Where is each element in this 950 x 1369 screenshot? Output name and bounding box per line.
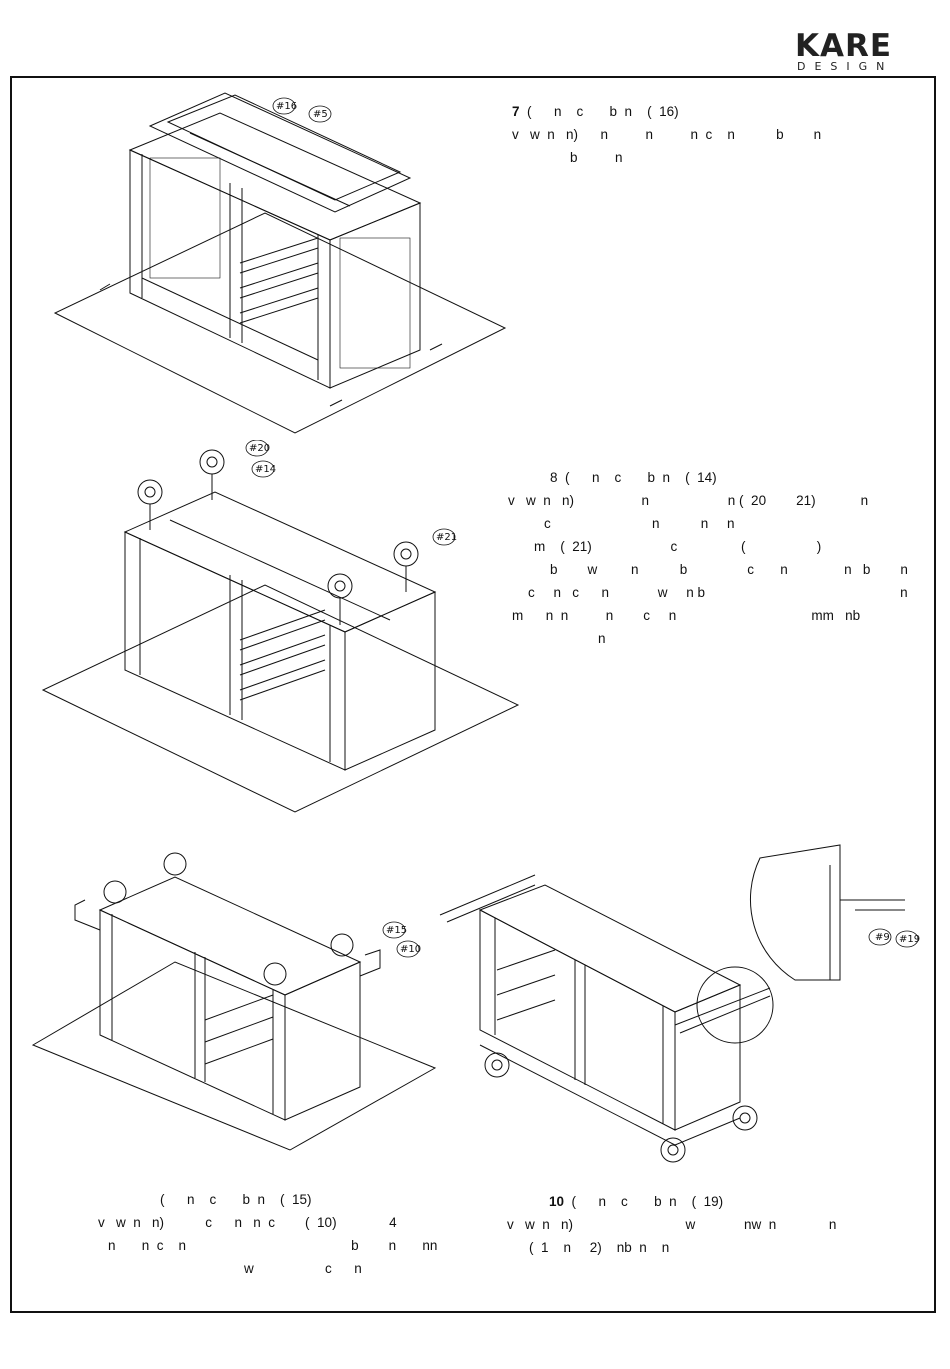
- step-7-text: 7 ( n c b n ( 16) v w n n) n n n c n b n…: [512, 100, 932, 169]
- logo-sub-text: DESIGN: [797, 60, 894, 73]
- step-text-line: c n n n: [544, 516, 735, 531]
- step-text-line: m n n n c n mm nb: [512, 608, 861, 623]
- page-frame: [10, 76, 936, 1313]
- step-number: 10: [549, 1194, 565, 1209]
- step-9-text: ( n c b n ( 15) v w n n) c n n c ( 10) 4…: [98, 1188, 478, 1280]
- step-text-line: n n c n b n nn: [108, 1238, 438, 1253]
- step8-diagram: #20 #14 #21: [40, 440, 520, 820]
- label-part-5: #5: [313, 109, 328, 120]
- step9-diagram: #15 #10: [30, 850, 440, 1160]
- step-text-line: v w n n) n n ( 20 21) n: [508, 493, 869, 508]
- label-part-20: #20: [249, 443, 270, 454]
- label-part-19: #19: [899, 934, 920, 945]
- step-text-line: v w n n) w nw n n: [507, 1217, 837, 1232]
- step-8-text: 8 ( n c b n ( 14) v w n n) n n ( 20 21) …: [508, 466, 928, 650]
- step-text-line: ( n c b n ( 15): [160, 1192, 312, 1207]
- step-text-line: ( n c b n ( 14): [565, 470, 717, 485]
- step-number: 8: [550, 470, 558, 485]
- step-text-line: ( 1 n 2) nb n n: [529, 1240, 670, 1255]
- step-7-line-1: 7 ( n c b n ( 16): [512, 100, 932, 123]
- step-text-line: c n c n w n b n: [528, 585, 908, 600]
- step-text-line: v w n n) c n n c ( 10) 4: [98, 1215, 397, 1230]
- step-text-line: ( n c b n ( 16): [527, 104, 679, 119]
- step-text-line: b n: [570, 150, 623, 165]
- step-text-line: b w n b c n n b n: [550, 562, 908, 577]
- step-10-text: 10 ( n c b n ( 19) v w n n) w nw n n ( 1…: [507, 1190, 927, 1259]
- step-text-line: n: [598, 631, 606, 646]
- label-part-21: #21: [436, 532, 457, 543]
- label-part-10: #10: [400, 944, 421, 955]
- step-text-line: ( n c b n ( 19): [571, 1194, 724, 1209]
- step-8-line-1: 8 ( n c b n ( 14): [508, 466, 928, 489]
- step-text-line: w c n: [244, 1261, 362, 1276]
- step10-diagram: #9 #19: [435, 840, 930, 1170]
- step-text-line: v w n n) n n n c n b n: [512, 127, 822, 142]
- step-number: 7: [512, 104, 520, 119]
- label-part-15: #15: [386, 925, 407, 936]
- logo-main-text: KARE: [795, 28, 893, 64]
- label-part-14: #14: [255, 464, 276, 475]
- brand-logo: KARE DESIGN: [795, 28, 925, 73]
- label-part-16: #16: [276, 101, 297, 112]
- step-text-line: m ( 21) c ( ): [534, 539, 822, 554]
- step7-diagram: #16 #5: [50, 88, 510, 438]
- label-part-9: #9: [875, 932, 890, 943]
- step-10-line-1: 10 ( n c b n ( 19): [507, 1190, 927, 1213]
